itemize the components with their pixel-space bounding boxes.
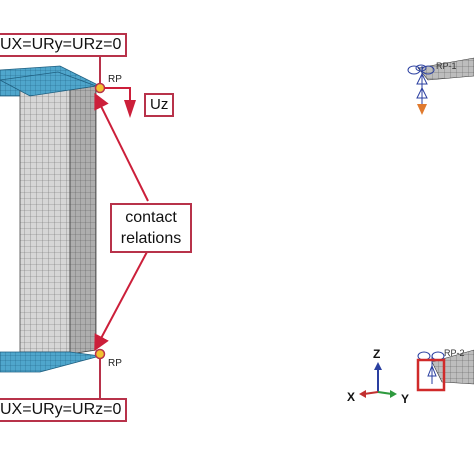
bottom-plate: [0, 351, 101, 373]
axis-z-label: Z: [373, 347, 381, 361]
right-rp1-label: RP-1: [436, 61, 457, 71]
boundary-condition-bottom-label: UX=URy=URz=0: [0, 398, 128, 422]
rp-bottom-label: RP: [108, 358, 122, 369]
axis-y-head: [390, 390, 397, 398]
column-side-face: [69, 85, 97, 355]
right-bottom-plate: [431, 349, 474, 385]
rp-top-marker: [94, 82, 106, 94]
right-rp2-label: RP-2: [444, 348, 465, 358]
uz-arrowhead: [124, 100, 136, 118]
column-front-face: [19, 89, 71, 353]
axis-y-line: [377, 391, 393, 395]
contact-arrow-up: [94, 92, 149, 202]
rp1-load-arrow: [417, 104, 427, 115]
contact-relations-label: contact relations: [110, 203, 192, 253]
boundary-condition-top-label: UX=URy=URz=0: [0, 33, 128, 57]
axis-y-label: Y: [401, 392, 410, 406]
axis-x-line: [363, 391, 379, 395]
displacement-uz-label: Uz: [144, 93, 175, 117]
rp-top-label: RP: [108, 74, 122, 85]
uz-leader: [104, 87, 131, 100]
rp2-highlight-box: [416, 358, 446, 392]
axis-z-head: [374, 362, 382, 370]
right-top-plate: [417, 57, 474, 81]
axis-x-label: X: [347, 390, 356, 404]
contact-arrow-down: [94, 249, 149, 352]
axis-x-head: [359, 390, 366, 398]
rp-bottom-marker: [94, 348, 106, 360]
